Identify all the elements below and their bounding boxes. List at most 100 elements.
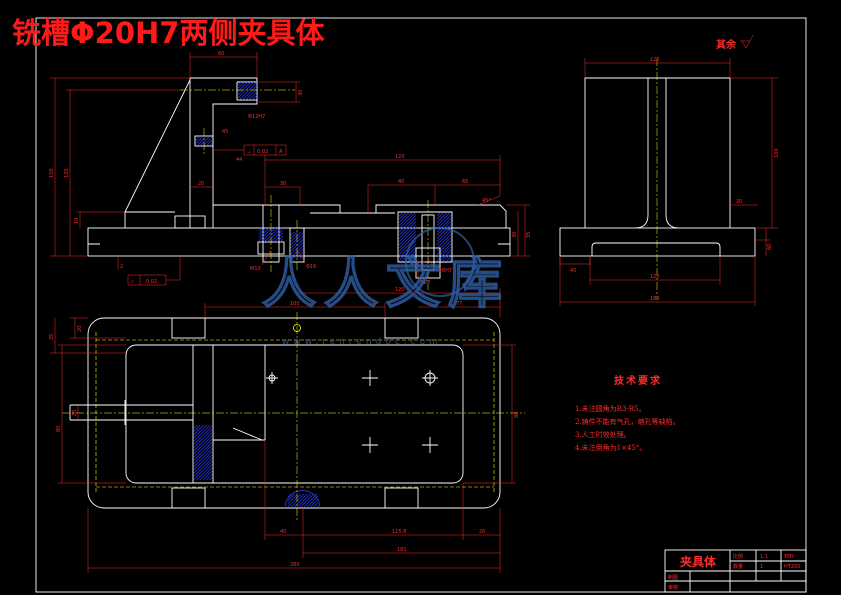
requirement-item: 4.未注倒角为1×45°。	[575, 443, 646, 452]
dimension-label: 10	[74, 218, 80, 224]
side-dimension-lines	[559, 58, 778, 306]
dimension-label: 30	[298, 90, 304, 96]
dimension-label: M10	[250, 266, 261, 272]
dimension-label: 80	[514, 412, 520, 418]
dimension-label: 60	[218, 51, 224, 57]
dimension-label: 35	[526, 232, 532, 238]
tolerance-value: 0.02	[257, 149, 268, 155]
tolerance-symbol: ⊥	[247, 149, 251, 155]
dimension-label: 120	[395, 154, 405, 160]
title-block-grid	[665, 550, 806, 592]
dimension-label: Φ20	[420, 280, 430, 286]
part-name: 夹具体	[680, 554, 717, 569]
hidden-lines	[95, 332, 495, 494]
front-centerlines	[180, 89, 429, 290]
column-body	[189, 77, 258, 228]
section-hatch-lines	[193, 424, 213, 481]
title-block-cell: 数量	[733, 563, 743, 570]
technical-requirements-heading: 技术要求	[614, 374, 662, 387]
dimension-label: 280	[290, 562, 300, 568]
title-block-cell: 审核	[668, 584, 678, 591]
drawing-title: 铣槽Φ20H7两侧夹具体	[12, 16, 325, 50]
drawing-frame	[35, 17, 807, 593]
title-block-cell: 1:1	[760, 554, 768, 560]
hole	[268, 374, 276, 382]
dimension-label: 20	[77, 326, 83, 332]
dimension-label: 120	[650, 274, 660, 280]
tolerance-frame-perpendicularity: ⊥ 0.02 A	[243, 144, 287, 156]
title-block-cell: 1	[760, 564, 763, 570]
section-hatch-lines	[258, 227, 284, 243]
requirement-item: 1.未注圆角为R3-R5。	[575, 404, 646, 413]
section-hatch-lines	[287, 493, 319, 508]
dimension-label: 65	[462, 179, 468, 185]
tolerance-frame-box	[243, 144, 287, 156]
dimension-label: 100	[774, 148, 780, 158]
top-column-outline	[192, 345, 266, 483]
dimension-label: 180	[650, 296, 660, 302]
section-hatch-lines	[195, 136, 213, 146]
side-view: 120 100 20 40 60 120 180	[559, 57, 780, 306]
dimension-label: 120	[395, 287, 405, 293]
top-inner-outline	[125, 344, 464, 484]
roughness-symbol-icon	[740, 34, 754, 49]
title-block-cell: 制图	[668, 574, 678, 581]
mounting-slot	[384, 317, 419, 339]
roughness-note: 其余	[716, 38, 737, 51]
watermark: 人人文库 www.renrendoc.com	[261, 227, 510, 347]
dimension-label: 20	[198, 181, 204, 187]
dimension-label: 120	[650, 57, 660, 63]
dimension-label: 130	[64, 168, 70, 178]
dimension-label: 100	[290, 301, 300, 307]
mounting-slot	[384, 487, 419, 509]
front-dimension-lines	[50, 52, 530, 281]
watermark-text: 人人文库	[262, 252, 510, 315]
tolerance-value: 0.02	[146, 279, 157, 285]
side-base	[559, 227, 756, 257]
dimension-label: 40	[398, 179, 404, 185]
clamp-section-outline	[397, 211, 453, 263]
dimension-label: 77	[456, 301, 462, 307]
requirement-item: 3.人工时效处理。	[575, 430, 631, 439]
title-block: 夹具体 比例 1:1 数量 1 材料 HT200 制图 审核	[664, 549, 807, 593]
dimension-label: 30	[280, 181, 286, 187]
mounting-slot	[171, 317, 206, 339]
dimension-label: 60	[767, 244, 773, 250]
dimension-label: 44	[236, 157, 242, 163]
title-block-cell: 材料	[784, 553, 794, 560]
dimension-label: Φ8H7	[438, 268, 452, 274]
top-locating-shaft	[69, 400, 193, 425]
dimension-label: 20	[736, 199, 742, 205]
dimension-label: 45	[222, 129, 228, 135]
technical-requirements: 技术要求 1.未注圆角为R3-R5。 2.铸件不能有气孔，缩孔等缺陷。 3.人工…	[575, 374, 680, 452]
top-centerlines	[62, 312, 525, 522]
top-view: 100 120 77 20 35 20 80 80 40 115.8 20 18…	[49, 287, 525, 573]
hole	[424, 372, 436, 384]
dimension-label: 115.8	[392, 529, 406, 535]
dimension-label: 80	[56, 426, 62, 432]
dimension-label: 2	[120, 264, 123, 270]
front-view: ⊥ 0.02 A ▱ 0.02 60 30 Φ12H7 45 44 120 20…	[49, 51, 532, 290]
mounting-slot	[171, 487, 206, 509]
side-upper-block	[584, 77, 731, 228]
dimension-label: 20	[479, 529, 485, 535]
tolerance-datum: A	[279, 149, 283, 155]
dimension-label: Φ16	[306, 264, 316, 270]
dimension-label: 45°	[482, 198, 491, 204]
title-block-cell: HT200	[784, 564, 800, 570]
top-bottom-clamp	[284, 490, 321, 509]
top-dimension-lines	[50, 288, 516, 573]
dimension-label: 30	[512, 232, 518, 238]
dimension-label: 150	[49, 168, 55, 178]
side-key-slot	[591, 242, 721, 256]
dimension-label: 20	[72, 410, 78, 416]
dimension-label: 40	[570, 268, 576, 274]
tolerance-frame-flatness: ▱ 0.02	[127, 274, 167, 286]
dimension-label: 40	[280, 529, 286, 535]
pin-hole	[293, 324, 301, 332]
roughness-note-group: 其余	[716, 34, 754, 51]
dimension-label: 35	[49, 334, 55, 340]
dimension-label: Φ12H7	[248, 114, 265, 120]
